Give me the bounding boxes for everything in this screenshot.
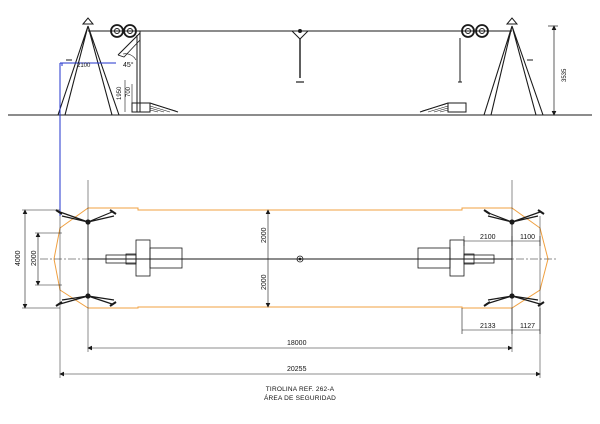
elevation-dim-700: 700 <box>126 86 132 97</box>
small-height-dimensions <box>124 80 133 112</box>
elevation-dim-3535: 3535 <box>562 68 568 82</box>
safety-area-inner <box>138 209 462 308</box>
elevation-dim-2100: 2100 <box>77 63 91 69</box>
plan-dim-2100: 2100 <box>480 234 496 241</box>
plan-dim-20255: 20255 <box>287 366 307 373</box>
plan-dim-4000: 4000 <box>15 250 22 266</box>
height-dimension <box>548 25 558 116</box>
drawing-title: TIROLINA REF. 262-A <box>265 386 335 393</box>
left-total-width-dimension <box>22 209 60 309</box>
left-a-frame <box>57 17 120 116</box>
plan-dim-2000-left: 2000 <box>31 250 38 266</box>
elevation-dim-1950: 1950 <box>117 86 123 100</box>
left-pulley-wheels <box>110 24 137 38</box>
left-legs-plan <box>55 209 117 307</box>
plan-dim-2000-center-bottom: 2000 <box>261 274 268 290</box>
center-trolley <box>291 29 309 83</box>
elevation-view <box>8 17 592 116</box>
plan-dim-18000: 18000 <box>287 340 307 347</box>
right-legs-plan <box>483 209 545 307</box>
left-platform-plan <box>105 239 183 277</box>
plan-view <box>22 180 558 378</box>
drawing-subtitle: ÁREA DE SEGURIDAD <box>263 395 337 402</box>
overall-length-dimension <box>59 371 541 377</box>
right-platform <box>419 38 467 113</box>
right-platform-plan <box>417 239 495 277</box>
left-bracket <box>117 31 141 112</box>
elevation-angle-label: 45° <box>123 61 134 69</box>
center-width-dimension <box>265 209 271 308</box>
right-bottom-dimensions <box>461 308 541 334</box>
blue-leader <box>59 62 116 216</box>
plan-dim-1100: 1100 <box>520 234 535 241</box>
plan-dim-1127: 1127 <box>520 323 535 330</box>
span-dimension <box>87 345 513 351</box>
plan-dim-2000-center-top: 2000 <box>261 227 268 243</box>
left-inner-width-dimension <box>35 232 62 286</box>
right-top-dimensions <box>463 236 541 246</box>
right-a-frame <box>483 17 544 116</box>
right-pulley-wheels <box>461 24 489 38</box>
center-marker <box>296 255 304 263</box>
plan-dim-2133: 2133 <box>480 323 496 330</box>
left-platform <box>131 102 179 113</box>
